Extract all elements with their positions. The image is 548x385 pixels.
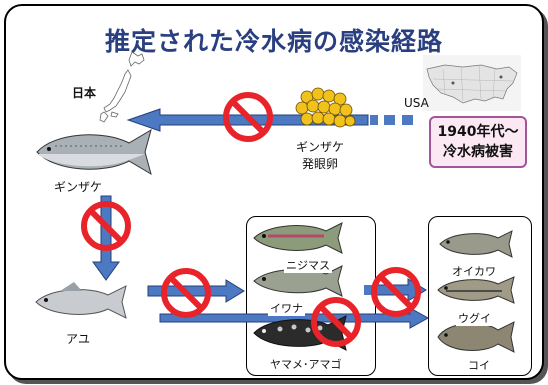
usa-map-icon [423, 55, 521, 111]
transfer-arrow-ayu-salmonid [147, 279, 245, 303]
fish-icon [253, 222, 343, 254]
egg-cluster-icon [295, 87, 356, 128]
note-line-2: 冷水病被害 [443, 144, 513, 160]
label-usa: USA [404, 96, 429, 110]
label-ayu: アユ [66, 332, 91, 346]
label-rainbow-trout: ニジマス [284, 257, 332, 273]
label-japan: 日本 [72, 86, 97, 100]
diagram-title: 推定された冷水病の感染経路 [104, 27, 443, 56]
fish-icon [35, 282, 127, 319]
label-koi: コイ [466, 357, 492, 373]
fish-icon [437, 321, 515, 353]
fish-icon [36, 128, 152, 176]
fish-icon [437, 276, 515, 304]
prohibit-icon [81, 201, 131, 251]
label-ugui: ウグイ [456, 310, 493, 326]
transfer-arrow-ayu-cyprinid [159, 307, 430, 329]
prohibit-icon [161, 268, 211, 318]
fish-icon [253, 265, 343, 297]
prohibit-icon [223, 92, 273, 142]
infection-note: 1940年代～ 冷水病被害 [429, 116, 527, 168]
label-eyed-eggs-1: ギンザケ [296, 140, 345, 154]
label-coho-salmon: ギンザケ [54, 180, 103, 194]
fish-icon [439, 230, 513, 258]
japan-map-icon [99, 51, 145, 123]
label-oikawa: オイカワ [450, 263, 498, 279]
label-iwana: イワナ [268, 300, 305, 316]
prohibit-icon [311, 297, 361, 347]
label-eyed-eggs-2: 発眼卵 [302, 157, 339, 171]
note-line-1: 1940年代～ [437, 124, 519, 140]
label-yamame-amago: ヤマメ･アマゴ [268, 356, 344, 372]
prohibit-icon [371, 267, 421, 317]
